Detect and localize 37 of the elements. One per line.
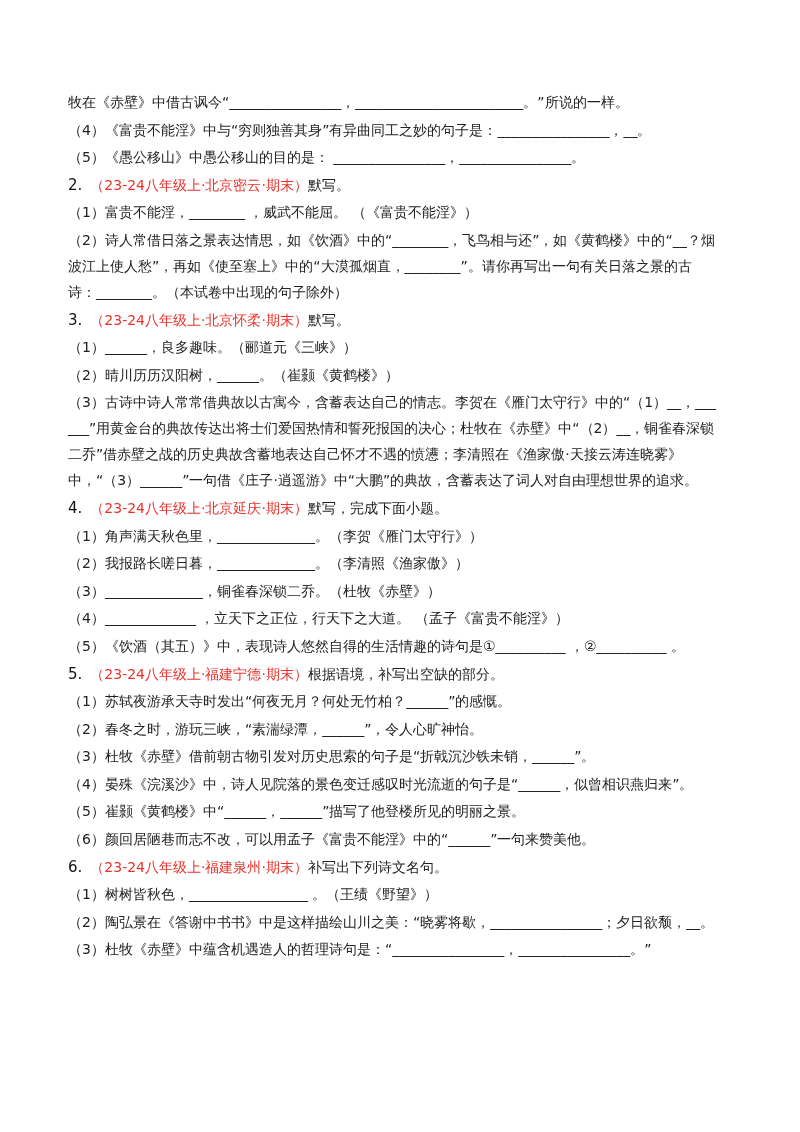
source-tag: （23-24八年级上·福建泉州·期末） <box>90 853 308 880</box>
question-text: （2）春冬之时，游玩三峡，“素湍绿潭，______”，令人心旷神怡。 <box>68 719 485 739</box>
question-text: （5）《饮酒（其五）》中，表现诗人悠然自得的生活情趣的诗句是①__________ ，②__________ 。 <box>68 636 686 656</box>
source-tag: （23-24八年级上·福建宁德·期末） <box>90 660 308 687</box>
question-text: （4）_____________ ，立天下之正位，行天下之大道。 （孟子《富贵不能淫》） <box>68 609 570 629</box>
question-text: （5）崔颢《黄鹤楼》中“______，______”描写了他登楼所见的明丽之景。 <box>68 802 527 822</box>
question-text: （6）颜回居陋巷而志不改，可以用孟子《富贵不能淫》中的“______”一句来赞美他。 <box>68 830 597 850</box>
question-number: 6. <box>68 856 83 878</box>
question-number: 5. <box>68 663 83 685</box>
question-text: （3）______________，铜雀春深锁二乔。（杜牧《赤壁》） <box>68 581 442 601</box>
question-text: （2）陶弘景在《答谢中书书》中是这样描绘山川之美：“晓雾将歇，________________；夕日欲颓，__。 <box>68 912 716 932</box>
question-text: （1）角声满天秋色里，______________。（李贺《雁门太守行》） <box>68 526 484 546</box>
question-text: （3）杜牧《赤壁》借前朝古物引发对历史思索的句子是“折戟沉沙铁未销，______”。 <box>68 747 597 767</box>
instruction-text: 根据语境，补写出空缺的部分。 <box>307 664 504 684</box>
question-text: （4）《富贵不能淫》中与“穷则独善其身”有异曲同工之妙的句子是：________________，__。 <box>68 120 653 140</box>
question-text: 牧在《赤壁》中借古讽今“________________，________________________。”所说的一样。 <box>68 93 630 112</box>
question-text: （3）杜牧《赤壁》中蕴含机遇造人的哲理诗句是：“________________，________________。” <box>68 940 653 960</box>
question-text: （1）树树皆秋色，_________________ 。（王绩《野望》） <box>68 885 440 905</box>
source-tag: （23-24八年级上·北京延庆·期末） <box>90 494 308 521</box>
instruction-text: 默写。 <box>307 175 350 195</box>
question-text: （3）古诗中诗人常常借典故以古寓今，含蓄表达自己的情志。李贺在《雁门太守行》中的“（1）__，______”用黄金台的典故传达出将士们爱国热情和誓死报国的决心；杜牧在《赤壁》中“（2）__，铜雀春深锁二乔”借赤壁之战的历史典故含蓄地表达自己怀才不遇的愤懑；李清照在《渔家傲·天接云涛连晓雾》中，“（3）______”一句借《庄子·逍遥游》中“大鹏”的典故，含蓄表达了词人对自由理想世界的追求。 <box>68 393 718 491</box>
question-text: （1）______，良多趣味。（郦道元《三峡》） <box>68 338 358 358</box>
instruction-text: 默写。 <box>307 310 350 330</box>
question-number: 3. <box>68 309 83 331</box>
question-number: 4. <box>68 497 83 519</box>
instruction-text: 默写，完成下面小题。 <box>307 498 448 518</box>
question-text: （2）诗人常借日落之景表达情思，如《饮酒》中的“________，飞鸟相与还”，如《黄鹤楼》中的“__？烟波江上使人愁”，再如《使至塞上》中的“大漠孤烟直，________”。请你再写出一句有关日落之景的古诗：________。（本试卷中出现的句子除外） <box>68 230 716 302</box>
question-text: （2）晴川历历汉阳树，______。（崔颢《黄鹤楼》） <box>68 365 400 385</box>
question-text: （1）富贵不能淫，________ ，威武不能屈。 （《富贵不能淫》） <box>68 203 479 223</box>
question-text: （2）我报路长嗟日暮，______________。（李清照《渔家傲》） <box>68 554 470 574</box>
source-tag: （23-24八年级上·北京密云·期末） <box>90 171 308 198</box>
question-text: （5）《愚公移山》中愚公移山的目的是： ________________，________________。 <box>68 148 587 168</box>
question-number: 2. <box>68 174 83 196</box>
instruction-text: 补写出下列诗文名句。 <box>307 857 448 877</box>
source-tag: （23-24八年级上·北京怀柔·期末） <box>90 306 308 333</box>
question-text: （4）晏殊《浣溪沙》中，诗人见院落的景色变迁感叹时光流逝的句子是“______，似曾相识燕归来”。 <box>68 774 695 794</box>
question-text: （1）苏轼夜游承天寺时发出“何夜无月？何处无竹柏？______”的感慨。 <box>68 692 513 712</box>
